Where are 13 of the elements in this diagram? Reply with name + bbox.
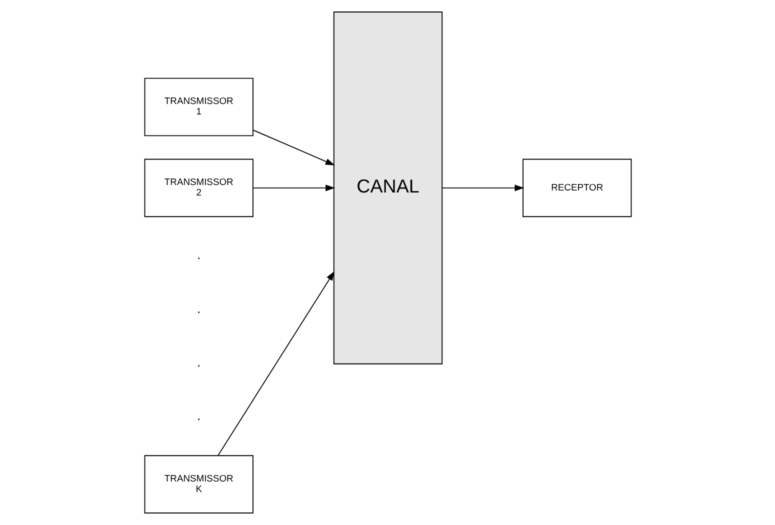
node-box: TRANSMISSOR 2 [144, 158, 253, 218]
node-box: CANAL [332, 12, 442, 364]
label: . [196, 247, 200, 262]
arrow [217, 271, 334, 456]
label: . [196, 300, 200, 316]
arrow [252, 130, 334, 166]
label: . [196, 408, 200, 424]
arrow [252, 184, 334, 192]
node-box: TRANSMISSOR K [144, 455, 253, 514]
node-box: TRANSMISSOR 1 [144, 78, 253, 136]
label: . [196, 354, 200, 370]
node-box: RECEPTOR [522, 158, 632, 218]
arrow [441, 184, 524, 192]
